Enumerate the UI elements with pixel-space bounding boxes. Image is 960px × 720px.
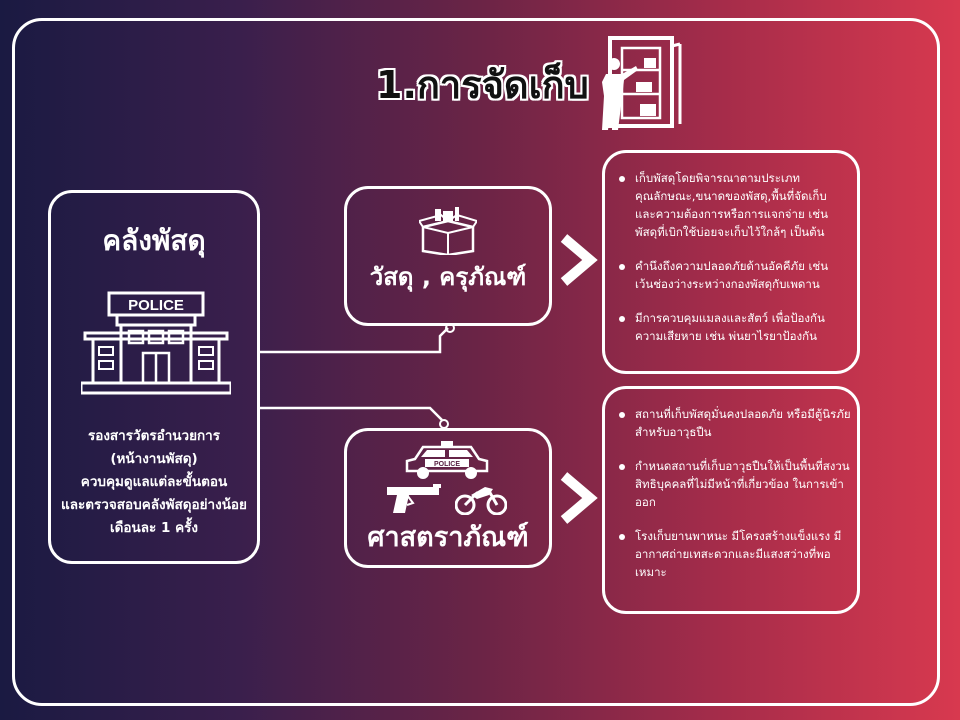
police-car-icon: POLICE: [405, 441, 489, 479]
list-item: โรงเก็บยานพาหนะ มีโครงสร้างแข็งแรง มี อา…: [617, 527, 853, 581]
list-item: มีการควบคุมแมลงและสัตว์ เพื่อป้องกัน ควา…: [617, 309, 853, 345]
police-sign-text: POLICE: [128, 297, 184, 314]
chevron-right-icon: [560, 234, 598, 286]
supplies-box-icon: [419, 207, 477, 255]
outer-frame: [12, 18, 940, 706]
warehouse-line: (หน้างานพัสดุ): [110, 451, 198, 467]
warehouse-line: ควบคุมดูแลแต่ละขั้นตอน: [80, 474, 228, 490]
warehouse-box: คลังพัสดุ POLICE รองสารวัตรอำนวยการ (หน้…: [48, 190, 260, 564]
weapons-info-box: สถานที่เก็บพัสดุมั่นคงปลอดภัย หรือมีตู้น…: [602, 386, 860, 614]
motorcycle-icon: [455, 487, 507, 515]
warehouse-line: รองสารวัตรอำนวยการ: [87, 428, 221, 444]
list-item: กำหนดสถานที่เก็บอาวุธปืนให้เป็นพื้นที่สง…: [617, 457, 853, 511]
list-item: เก็บพัสดุโดยพิจารณาตามประเภท คุณลักษณะ,ข…: [617, 169, 853, 241]
list-item: สถานที่เก็บพัสดุมั่นคงปลอดภัย หรือมีตู้น…: [617, 405, 853, 441]
supplies-points-list: เก็บพัสดุโดยพิจารณาตามประเภท คุณลักษณะ,ข…: [617, 169, 853, 361]
gun-icon: [387, 484, 441, 513]
police-station-icon: POLICE: [81, 291, 231, 395]
supplies-info-box: เก็บพัสดุโดยพิจารณาตามประเภท คุณลักษณะ,ข…: [602, 150, 860, 374]
warehouse-description: รองสารวัตรอำนวยการ (หน้างานพัสดุ) ควบคุม…: [53, 425, 255, 540]
category-weapons-box: POLICE ศาสตราภัณฑ์: [344, 428, 552, 568]
title-area: 1.การจัดเก็บ: [360, 36, 690, 136]
chevron-right-icon: [560, 472, 598, 524]
page-title: 1.การจัดเก็บ: [376, 63, 589, 107]
weapons-points-list: สถานที่เก็บพัสดุมั่นคงปลอดภัย หรือมีตู้น…: [617, 405, 853, 597]
list-item: คำนึงถึงความปลอดภัยด้านอัคคีภัย เช่น เว้…: [617, 257, 853, 293]
category-supplies-label: วัสดุ , ครุภัณฑ์: [369, 263, 527, 291]
warehouse-line: และตรวจสอบคลังพัสดุอย่างน้อย: [61, 497, 247, 513]
warehouse-line: เดือนละ 1 ครั้ง: [110, 520, 198, 536]
category-weapons-label: ศาสตราภัณฑ์: [367, 522, 529, 553]
cabinet-storage-icon: [602, 36, 682, 130]
category-supplies-box: วัสดุ , ครุภัณฑ์: [344, 186, 552, 326]
warehouse-title: คลังพัสดุ: [102, 224, 206, 257]
police-car-sign-text: POLICE: [434, 461, 460, 468]
